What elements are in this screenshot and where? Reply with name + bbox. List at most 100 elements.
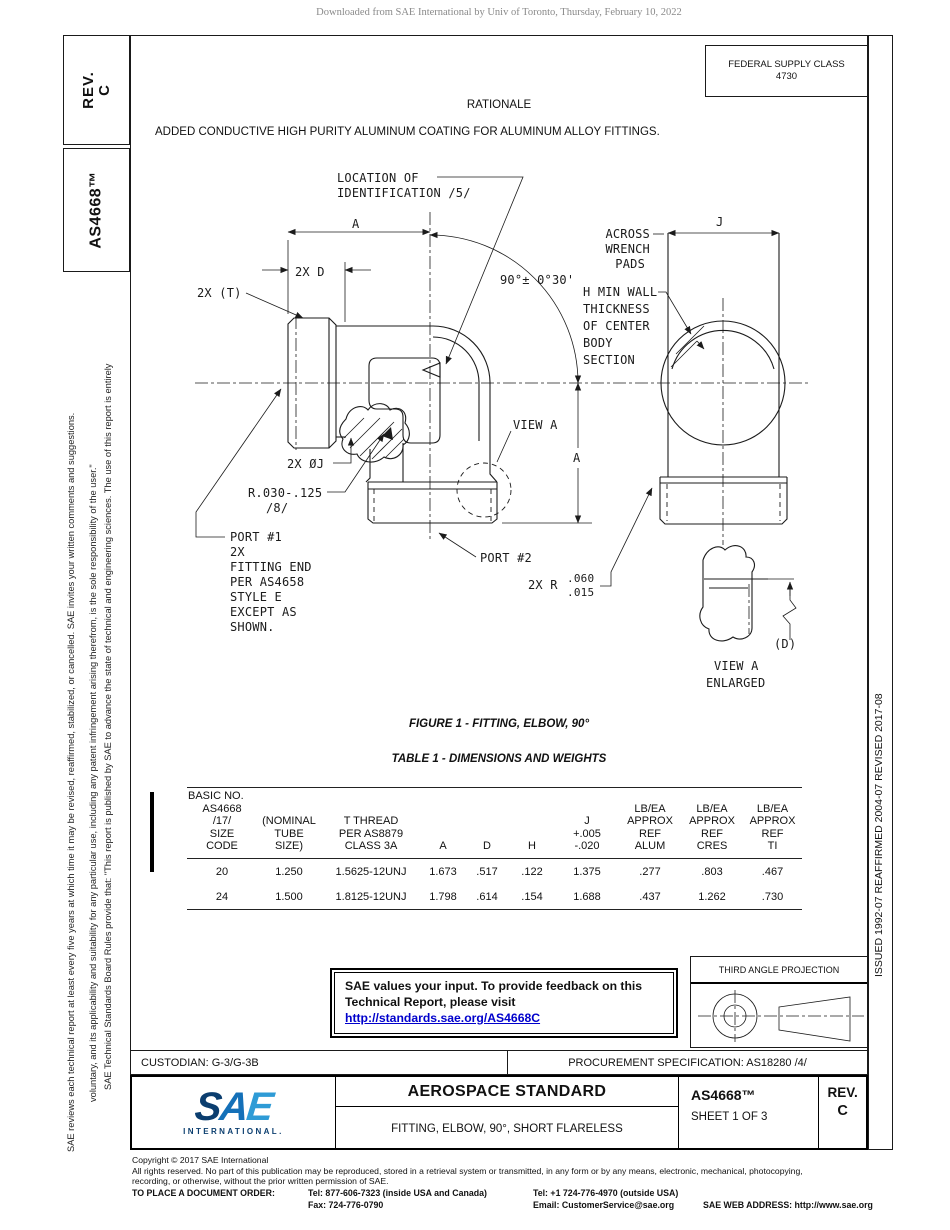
hmin-leader bbox=[658, 291, 692, 335]
cell: 1.798 bbox=[429, 890, 457, 903]
port1-leader bbox=[195, 388, 282, 538]
rev-box: REV. C bbox=[63, 35, 130, 145]
hmin-line3: OF CENTER bbox=[583, 319, 650, 333]
d-ref-label: (D) bbox=[774, 637, 796, 651]
center-body-sphere bbox=[660, 320, 786, 446]
sae-logo-subtext: INTERNATIONAL. bbox=[183, 1127, 284, 1136]
hmin-line4: BODY bbox=[583, 336, 613, 350]
cell: 1.375 bbox=[573, 865, 601, 878]
fsc-value: 4730 bbox=[775, 71, 798, 82]
r2-leader bbox=[600, 487, 653, 587]
left-port-outline bbox=[287, 317, 337, 449]
port1-line7: SHOWN. bbox=[230, 620, 275, 634]
hmin-note: H MIN WALL THICKNESS OF CENTER BODY SECT… bbox=[583, 285, 657, 367]
bore-pocket-outline bbox=[368, 357, 441, 444]
right-flange-outline bbox=[659, 476, 788, 525]
dim-oj-leader bbox=[333, 437, 355, 464]
feedback-url-link[interactable]: http://standards.sae.org/AS4668C bbox=[345, 1011, 541, 1025]
doc-number-vertical: AS4668™ bbox=[87, 171, 105, 249]
title-block: SAE INTERNATIONAL. AEROSPACE STANDARD FI… bbox=[130, 1075, 868, 1150]
port1-line6: EXCEPT AS bbox=[230, 605, 297, 619]
view-a-enlarged-blob bbox=[699, 545, 755, 642]
fax-line: Fax: 724-776-0790 bbox=[308, 1200, 384, 1210]
table-row: 20 1.250 1.5625-12UNJ 1.673 .517 .122 1.… bbox=[187, 858, 802, 884]
r2-label: 2X R bbox=[528, 578, 558, 592]
info-row: CUSTODIAN: G-3/G-3B PROCUREMENT SPECIFIC… bbox=[130, 1050, 868, 1075]
rev-cell-label: REV. bbox=[827, 1085, 858, 1100]
dim-a-side-label: A bbox=[573, 451, 581, 465]
rights-line1: All rights reserved. No part of this pub… bbox=[132, 1165, 803, 1176]
sheet-number: SHEET 1 OF 3 bbox=[690, 1111, 768, 1123]
title-block-center: AEROSPACE STANDARD FITTING, ELBOW, 90°, … bbox=[334, 1077, 678, 1148]
port1-line4: PER AS4658 bbox=[230, 575, 304, 589]
rev-cell-value: C bbox=[837, 1103, 848, 1119]
copyright-line: Copyright © 2017 SAE International bbox=[132, 1155, 269, 1165]
feedback-line2: Technical Report, please visit bbox=[345, 995, 516, 1009]
cell: 1.250 bbox=[275, 865, 303, 878]
section-hatching bbox=[343, 417, 405, 460]
cell: .277 bbox=[639, 865, 661, 878]
loc-id-label-1: LOCATION OF bbox=[337, 171, 419, 185]
tel-outside: Tel: +1 724-776-4970 (outside USA) bbox=[533, 1188, 679, 1198]
projection-inner-circle bbox=[723, 1004, 747, 1028]
right-flange-thread-dashes bbox=[666, 484, 781, 521]
dim-2xt-leader bbox=[245, 292, 304, 319]
loc-id-leader bbox=[437, 176, 524, 365]
wrench-flat-lines bbox=[667, 233, 780, 477]
section-cut-outline bbox=[339, 403, 410, 463]
port1-line1: PORT #1 bbox=[230, 530, 282, 544]
dim-2xt-label: 2X (T) bbox=[197, 286, 242, 300]
port1-note: PORT #1 2X FITTING END PER AS4658 STYLE … bbox=[230, 530, 312, 634]
cell: 1.8125-12UNJ bbox=[335, 890, 407, 903]
identification-symbol bbox=[421, 362, 441, 378]
title-block-number: AS4668™ SHEET 1 OF 3 bbox=[677, 1077, 818, 1148]
wrench-pad-edges bbox=[670, 325, 705, 368]
cell: .517 bbox=[476, 865, 498, 878]
rationale-body: ADDED CONDUCTIVE HIGH PURITY ALUMINUM CO… bbox=[155, 126, 660, 138]
port2-label: PORT #2 bbox=[480, 551, 532, 565]
cell: 1.262 bbox=[698, 890, 726, 903]
cell: .122 bbox=[521, 865, 543, 878]
col-header-j: J+.005-.020 bbox=[555, 787, 619, 859]
order-label: TO PLACE A DOCUMENT ORDER: bbox=[132, 1188, 275, 1198]
revision-strip bbox=[868, 35, 893, 1150]
doc-number: AS4668™ bbox=[690, 1087, 756, 1103]
hmin-line2: THICKNESS bbox=[583, 302, 650, 316]
cell: .730 bbox=[761, 890, 784, 903]
angle-label: 90°± 0°30' bbox=[500, 273, 574, 287]
loc-id-label-2: IDENTIFICATION /5/ bbox=[337, 186, 471, 200]
cell: .154 bbox=[521, 890, 543, 903]
cell: 1.500 bbox=[275, 890, 303, 903]
bottom-flange-thread-dashes bbox=[373, 489, 492, 521]
rev-label: REV. bbox=[79, 71, 97, 109]
col-header-h: H bbox=[509, 787, 555, 859]
radius-label-1: R.030-.125 bbox=[248, 486, 322, 500]
cell: 20 bbox=[215, 865, 229, 878]
table-row: 24 1.500 1.8125-12UNJ 1.798 .614 .154 1.… bbox=[187, 884, 802, 910]
third-angle-projection-title: THIRD ANGLE PROJECTION bbox=[691, 957, 867, 984]
radius-leader bbox=[327, 433, 385, 493]
feedback-line1: SAE values your input. To provide feedba… bbox=[345, 979, 643, 993]
hmin-line1: H MIN WALL bbox=[583, 285, 657, 299]
figure-1-drawing: A 2X D 2X (T) LOCATION OF IDENTIFICATION… bbox=[195, 171, 808, 690]
projection-cone bbox=[778, 996, 851, 1042]
sae-logo-text: SAE bbox=[192, 1085, 274, 1129]
download-watermark: Downloaded from SAE International by Uni… bbox=[316, 7, 682, 18]
fsc-label: FEDERAL SUPPLY CLASS bbox=[728, 59, 845, 70]
cell: 1.673 bbox=[429, 865, 457, 878]
cell: .437 bbox=[639, 890, 661, 903]
revision-history: ISSUED 1992-07 REAFFIRMED 2004-07 REVISE… bbox=[873, 693, 885, 977]
sphere-inner-wall-arc bbox=[671, 329, 775, 370]
standard-subject: FITTING, ELBOW, 90°, SHORT FLARELESS bbox=[391, 1123, 623, 1135]
cell: 1.688 bbox=[573, 890, 601, 903]
view-a-leader bbox=[496, 430, 512, 463]
cell: .467 bbox=[761, 865, 784, 878]
hmin-leader-2 bbox=[696, 340, 705, 350]
port1-line3: FITTING END bbox=[230, 560, 312, 574]
email-line: Email: CustomerService@sae.org bbox=[533, 1200, 675, 1210]
sae-logo: SAE INTERNATIONAL. bbox=[132, 1077, 335, 1148]
procurement-cell: PROCUREMENT SPECIFICATION: AS18280 /4/ bbox=[568, 1056, 807, 1069]
